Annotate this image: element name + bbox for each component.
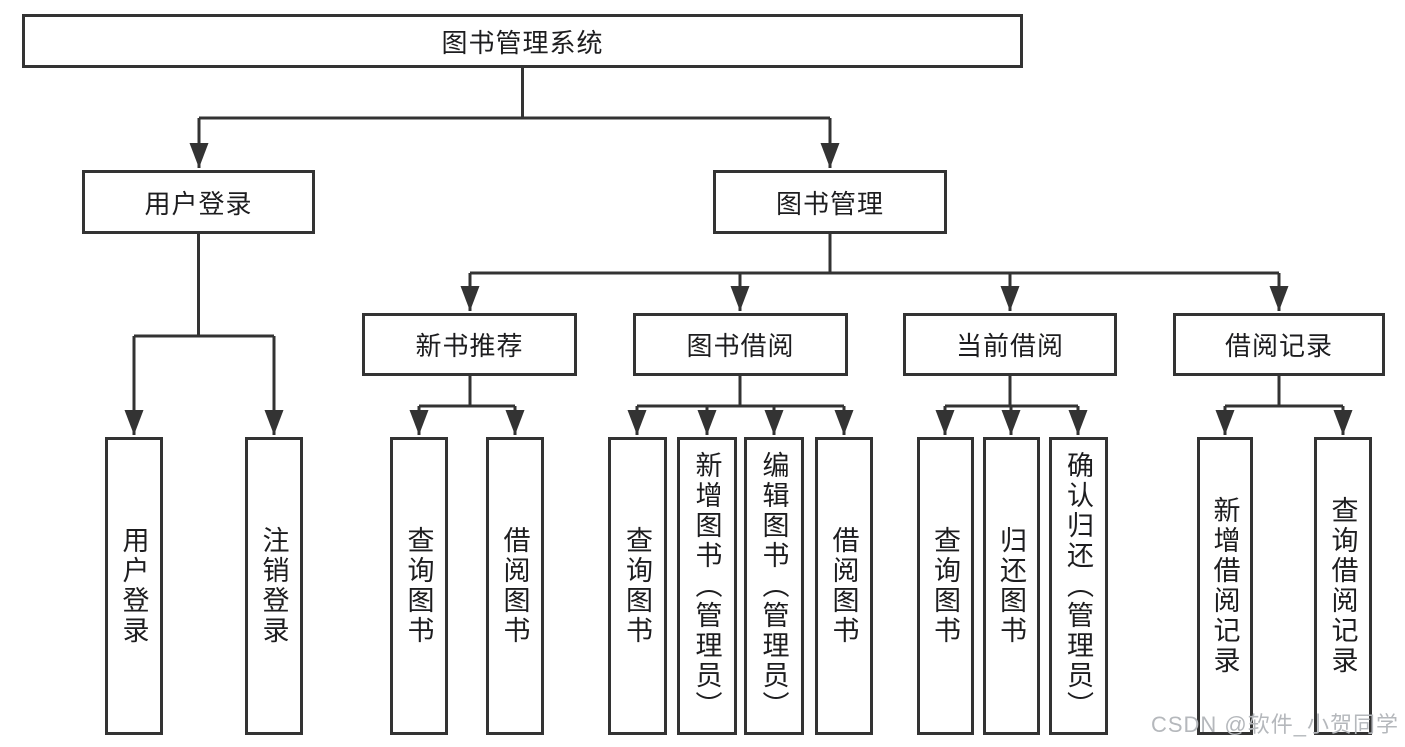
node-borrow-records: 借阅记录: [1173, 313, 1385, 376]
leaf-cb-return-books: 归还图书: [983, 437, 1040, 735]
leaf-bb-borrow-books: 借阅图书: [815, 437, 873, 735]
csdn-watermark: CSDN @软件_小贺同学: [1150, 712, 1399, 737]
leaf-nbr-query-books: 查询图书: [390, 437, 448, 735]
node-system-root-label: 图书管理系统: [441, 27, 604, 58]
edge-root-to-level2: [189, 68, 840, 168]
node-current-borrow: 当前借阅: [903, 313, 1117, 376]
leaf-nbr-borrow-books-label: 借阅图书: [499, 526, 530, 646]
leaf-br-add-record-label: 新增借阅记录: [1209, 496, 1240, 676]
node-current-borrow-label: 当前借阅: [955, 331, 1064, 361]
leaf-br-add-record: 新增借阅记录: [1197, 437, 1253, 735]
leaf-cb-confirm-return-admin-label: 确认归还（管理员）: [1063, 451, 1093, 721]
node-book-management-label: 图书管理: [775, 188, 884, 219]
leaf-cb-confirm-return-admin: 确认归还（管理员）: [1049, 437, 1108, 735]
edge-borrow-records-to-leaves: [1215, 376, 1353, 435]
node-book-management: 图书管理: [713, 170, 947, 234]
leaf-logout-label: 注销登录: [258, 526, 289, 646]
leaf-bb-borrow-books-label: 借阅图书: [828, 526, 859, 646]
leaf-cb-return-books-label: 归还图书: [996, 526, 1026, 646]
edge-current-borrow-to-leaves: [935, 376, 1088, 435]
node-user-login: 用户登录: [82, 170, 315, 234]
leaf-br-query-record: 查询借阅记录: [1314, 437, 1372, 735]
node-book-borrow: 图书借阅: [633, 313, 848, 376]
edge-book-mgmt-to-level3: [460, 234, 1289, 311]
leaf-bb-query-books-label: 查询图书: [622, 526, 652, 646]
leaf-logout: 注销登录: [245, 437, 303, 735]
leaf-user-login: 用户登录: [105, 437, 163, 735]
leaf-bb-query-books: 查询图书: [608, 437, 667, 735]
node-user-login-label: 用户登录: [144, 188, 253, 219]
leaf-cb-query-books-label: 查询图书: [930, 526, 960, 646]
leaf-cb-query-books: 查询图书: [917, 437, 974, 735]
edge-user-login-to-leaves: [124, 234, 284, 435]
leaf-bb-edit-books-admin-label: 编辑图书（管理员）: [758, 451, 789, 721]
leaf-bb-edit-books-admin: 编辑图书（管理员）: [744, 437, 804, 735]
node-system-root: 图书管理系统: [22, 14, 1023, 68]
edge-new-book-rec-to-leaves: [409, 376, 525, 435]
leaf-bb-add-books-admin: 新增图书（管理员）: [677, 437, 737, 735]
leaf-nbr-query-books-label: 查询图书: [403, 526, 434, 646]
leaf-br-query-record-label: 查询借阅记录: [1327, 496, 1358, 676]
node-new-book-recommend-label: 新书推荐: [415, 331, 524, 361]
leaf-bb-add-books-admin-label: 新增图书（管理员）: [691, 451, 722, 721]
node-borrow-records-label: 借阅记录: [1224, 331, 1333, 361]
leaf-user-login-label: 用户登录: [118, 526, 149, 646]
node-new-book-recommend: 新书推荐: [362, 313, 577, 376]
edge-book-borrow-to-leaves: [627, 376, 854, 435]
leaf-nbr-borrow-books: 借阅图书: [486, 437, 544, 735]
node-book-borrow-label: 图书借阅: [686, 331, 795, 361]
